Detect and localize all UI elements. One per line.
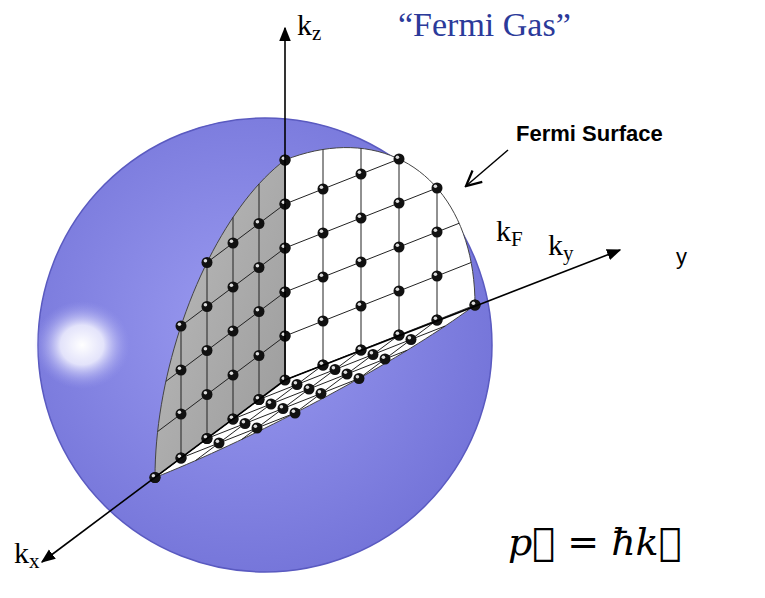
grid-line — [259, 184, 260, 400]
axis-label: kx — [14, 536, 40, 573]
equation: p⃗ = ħk⃗ — [508, 522, 681, 564]
grid-line — [166, 292, 285, 381]
lattice-point — [394, 154, 405, 165]
octant-cutout — [150, 148, 481, 483]
lattice-point — [240, 418, 251, 429]
lattice-point — [432, 227, 443, 238]
lattice-point — [356, 169, 367, 180]
axis-arrow — [42, 380, 285, 562]
lattice-point — [292, 379, 303, 390]
axis-arrow — [285, 250, 620, 380]
sphere-highlight — [34, 301, 130, 389]
grid-line — [207, 379, 359, 439]
lattice-point — [202, 257, 213, 268]
lattice-point — [202, 301, 213, 312]
lattice-point — [342, 369, 353, 380]
lattice-point — [356, 213, 367, 224]
axis-label: kz — [297, 8, 321, 45]
title: “Fermi Gas” — [398, 6, 571, 43]
lattice-point — [176, 365, 187, 376]
axis-label: kF — [496, 214, 523, 251]
leader-arrow — [466, 150, 508, 186]
lattice-point — [304, 384, 315, 395]
left-face — [155, 160, 285, 478]
grid-line — [285, 263, 471, 336]
lattice-point — [254, 262, 265, 273]
lattice-point — [252, 423, 263, 434]
grid-line — [359, 320, 437, 379]
grid-line — [207, 204, 285, 263]
lattice-point — [254, 306, 265, 317]
lattice-point — [394, 198, 405, 209]
lattice-point — [318, 272, 329, 283]
lattice-point — [228, 238, 239, 249]
lattice-point — [380, 354, 391, 365]
lattice-point — [394, 242, 405, 253]
lattice-point — [290, 408, 301, 419]
grid-line — [437, 188, 438, 320]
grid-line — [242, 350, 361, 439]
lattice-point — [254, 350, 265, 361]
lattice-point — [266, 399, 277, 410]
grid-line — [285, 188, 437, 248]
lattice-point — [356, 257, 367, 268]
lattice-point — [368, 349, 379, 360]
lattice-point — [316, 388, 327, 399]
right-face — [285, 148, 475, 380]
lattice-point — [228, 282, 239, 293]
axis-arrow — [284, 28, 286, 380]
lattice-point — [318, 316, 329, 327]
lattice-point — [278, 403, 289, 414]
lattice-point — [432, 271, 443, 282]
lattice-point — [394, 286, 405, 297]
lattice-point — [176, 409, 187, 420]
grid-line — [158, 336, 285, 432]
axis-label: y — [676, 245, 687, 269]
callout-label: Fermi Surface — [516, 122, 663, 146]
lattice-point — [176, 321, 187, 332]
lattice-point — [214, 438, 225, 449]
lattice-point — [228, 370, 239, 381]
grid-line — [285, 159, 399, 204]
grid-line — [285, 223, 459, 292]
lattice-point — [356, 301, 367, 312]
lattice-point — [254, 218, 265, 229]
lattice-point — [354, 373, 365, 384]
lattice-point — [432, 183, 443, 194]
lattice-point — [202, 345, 213, 356]
grid-line — [181, 326, 182, 458]
lattice-point — [406, 334, 417, 345]
lattice-point — [330, 364, 341, 375]
axis-label: ky — [548, 228, 574, 265]
lattice-point — [228, 326, 239, 337]
grid-line — [181, 248, 285, 326]
lattice-point — [318, 228, 329, 239]
grid-line — [295, 335, 399, 413]
grid-line — [181, 413, 295, 458]
lattice-point — [318, 184, 329, 195]
axes — [42, 28, 620, 562]
lattice-point — [202, 389, 213, 400]
grid-line — [259, 326, 445, 399]
grid-line — [323, 149, 324, 365]
